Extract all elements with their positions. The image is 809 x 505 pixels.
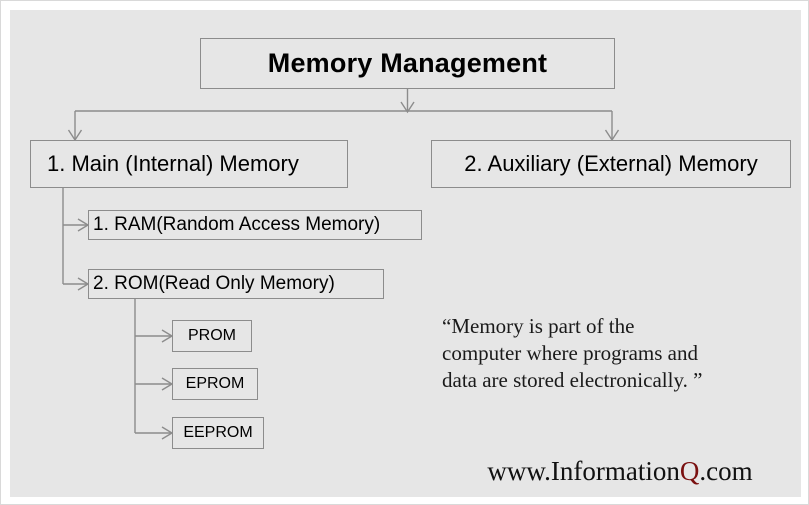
node-rom: 2. ROM(Read Only Memory) <box>88 269 384 299</box>
site-watermark: www.InformationQ.com <box>450 456 790 487</box>
watermark-prefix: www.Information <box>487 456 680 486</box>
diagram-inner-frame: Memory Management 1. Main (Internal) Mem… <box>10 10 801 497</box>
quote-line-3: data are stored electronically. ” <box>442 368 703 392</box>
arrowhead-ram <box>77 218 90 232</box>
watermark-accent-letter: Q <box>679 456 700 486</box>
node-eeprom-label: EEPROM <box>183 424 253 441</box>
arrowhead-root-stub <box>400 101 415 114</box>
arrowhead-aux-memory <box>604 129 620 142</box>
arrowhead-rom <box>77 277 90 291</box>
node-main-memory: 1. Main (Internal) Memory <box>30 140 348 188</box>
node-memory-management-label: Memory Management <box>267 48 548 78</box>
node-auxiliary-memory-label: 2. Auxiliary (External) Memory <box>464 151 758 176</box>
node-auxiliary-memory: 2. Auxiliary (External) Memory <box>431 140 791 188</box>
memory-definition-quote: “Memory is part of the computer where pr… <box>442 313 772 394</box>
arrowhead-eprom <box>161 377 174 391</box>
arrowhead-eeprom <box>161 426 174 440</box>
node-eprom-label: EPROM <box>185 375 245 392</box>
node-rom-label: 2. ROM(Read Only Memory) <box>93 273 335 294</box>
arrowhead-main-memory <box>67 129 83 142</box>
quote-line-2: computer where programs and <box>442 341 698 365</box>
node-main-memory-label: 1. Main (Internal) Memory <box>47 151 299 176</box>
node-prom: PROM <box>172 320 252 352</box>
quote-line-1: “Memory is part of the <box>442 314 635 338</box>
node-ram: 1. RAM(Random Access Memory) <box>88 210 422 240</box>
node-eprom: EPROM <box>172 368 258 400</box>
node-ram-label: 1. RAM(Random Access Memory) <box>93 214 381 235</box>
node-eeprom: EEPROM <box>172 417 264 449</box>
arrowhead-prom <box>161 329 174 343</box>
node-memory-management: Memory Management <box>200 38 615 89</box>
node-prom-label: PROM <box>188 327 236 344</box>
watermark-suffix: .com <box>699 456 753 486</box>
